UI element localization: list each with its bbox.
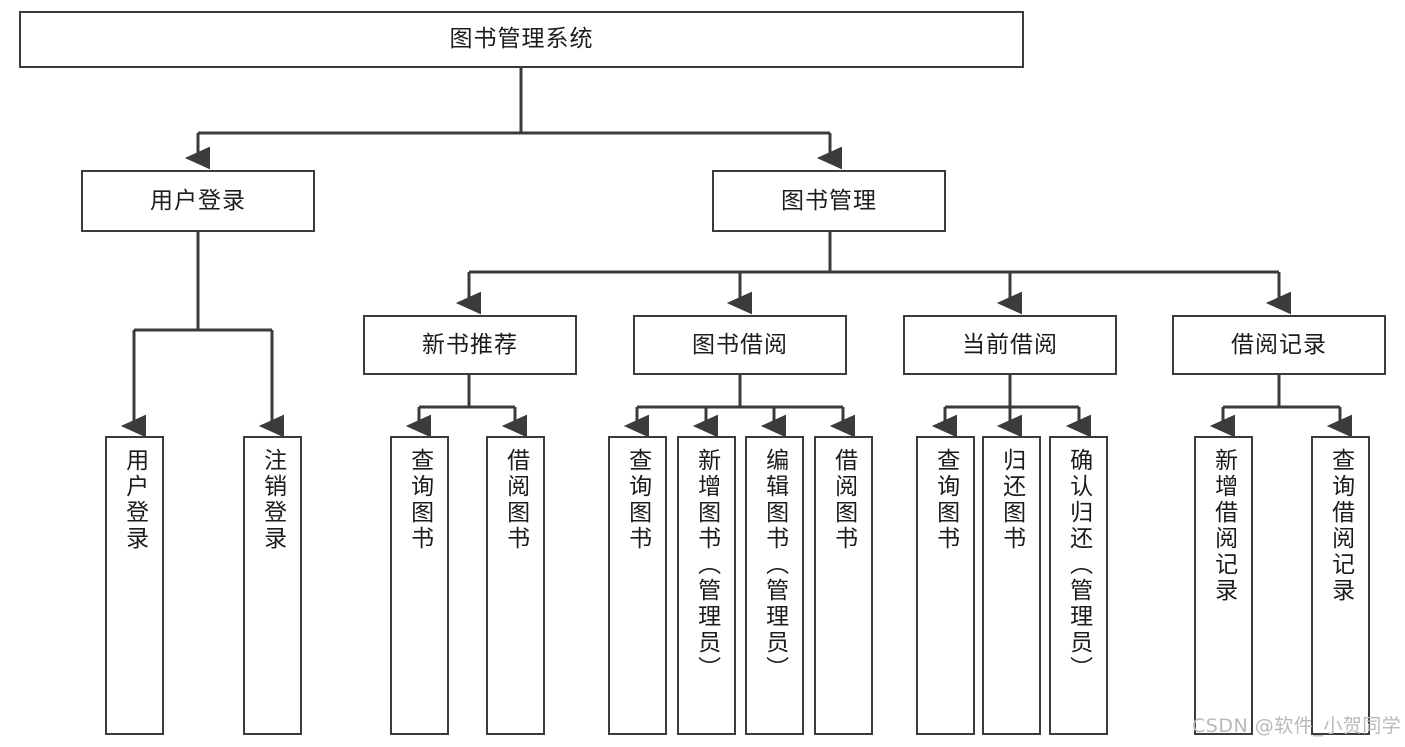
node-label: 用户登录 xyxy=(121,448,148,552)
node-leaf-add-borrow-record[interactable]: 新增借阅记录 xyxy=(1194,436,1253,735)
node-label: 借阅图书 xyxy=(830,448,857,552)
node-label: 借阅记录 xyxy=(1231,331,1327,358)
node-book-borrow[interactable]: 图书借阅 xyxy=(633,315,847,375)
node-current-borrow[interactable]: 当前借阅 xyxy=(903,315,1117,375)
node-user-login[interactable]: 用户登录 xyxy=(81,170,315,232)
node-leaf-user-login[interactable]: 用户登录 xyxy=(105,436,164,735)
node-label: 注销登录 xyxy=(259,448,286,552)
node-leaf-borrow-book-1[interactable]: 借阅图书 xyxy=(486,436,545,735)
node-label: 归还图书 xyxy=(998,448,1025,552)
node-new-book-recommend[interactable]: 新书推荐 xyxy=(363,315,577,375)
node-leaf-add-book[interactable]: 新增图书（管理员） xyxy=(677,436,736,735)
node-label: 新增借阅记录 xyxy=(1210,448,1237,604)
node-label: 查询借阅记录 xyxy=(1327,448,1354,604)
node-label: 查询图书 xyxy=(624,448,651,552)
node-leaf-return-book[interactable]: 归还图书 xyxy=(982,436,1041,735)
node-label: 查询图书 xyxy=(406,448,433,552)
node-leaf-user-logout[interactable]: 注销登录 xyxy=(243,436,302,735)
node-label: 当前借阅 xyxy=(962,331,1058,358)
node-label: 图书管理 xyxy=(781,187,877,214)
watermark-text: CSDN @软件_小贺同学 xyxy=(1192,715,1402,737)
node-label: 确认归还（管理员） xyxy=(1065,448,1092,682)
node-leaf-edit-book[interactable]: 编辑图书（管理员） xyxy=(745,436,804,735)
node-label: 新增图书（管理员） xyxy=(693,448,720,682)
node-label: 用户登录 xyxy=(150,187,246,214)
node-leaf-confirm-return[interactable]: 确认归还（管理员） xyxy=(1049,436,1108,735)
node-leaf-query-book-1[interactable]: 查询图书 xyxy=(390,436,449,735)
node-leaf-query-book-2[interactable]: 查询图书 xyxy=(608,436,667,735)
node-leaf-borrow-book-2[interactable]: 借阅图书 xyxy=(814,436,873,735)
node-label: 图书管理系统 xyxy=(449,26,594,53)
node-label: 编辑图书（管理员） xyxy=(761,448,788,682)
node-label: 图书借阅 xyxy=(692,331,788,358)
node-label: 借阅图书 xyxy=(502,448,529,552)
node-leaf-query-borrow-record[interactable]: 查询借阅记录 xyxy=(1311,436,1370,735)
node-leaf-query-book-3[interactable]: 查询图书 xyxy=(916,436,975,735)
node-book-management[interactable]: 图书管理 xyxy=(712,170,946,232)
node-root-book-management-system[interactable]: 图书管理系统 xyxy=(19,11,1024,68)
node-borrow-record[interactable]: 借阅记录 xyxy=(1172,315,1386,375)
node-label: 查询图书 xyxy=(932,448,959,552)
node-label: 新书推荐 xyxy=(422,331,518,358)
